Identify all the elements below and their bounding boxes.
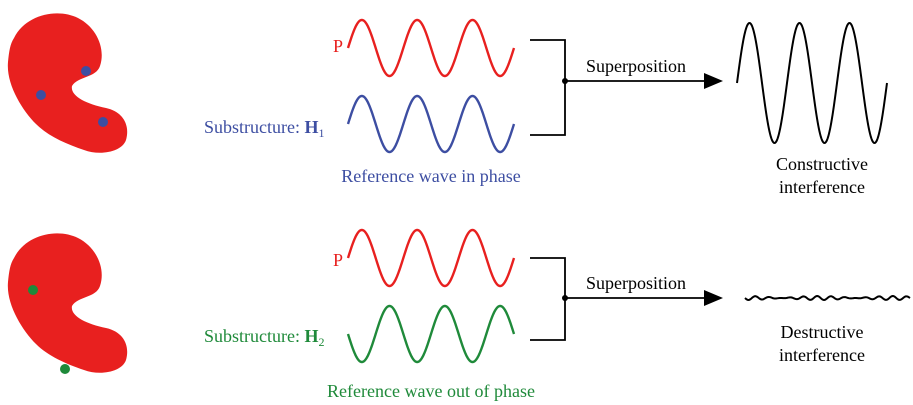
binding-site-dot [60, 364, 70, 374]
binding-site-dot [81, 66, 91, 76]
binding-site-dot [28, 285, 38, 295]
result-label-line1: Destructive [781, 322, 864, 342]
reference-caption: Reference wave in phase [341, 166, 520, 186]
p-wave [346, 228, 516, 288]
protein-blob-2 [7, 233, 128, 374]
substructure-index: 2 [319, 335, 325, 349]
reference-wave-h2 [346, 304, 516, 364]
reference-wave-h1 [346, 94, 516, 154]
destructive-result-wave [744, 294, 911, 301]
substructure-symbol: H [305, 326, 319, 346]
superposition-label: Superposition [586, 56, 686, 76]
binding-site-dot [36, 90, 46, 100]
substructure-index: 1 [319, 126, 325, 140]
result-label-line1: Constructive [776, 154, 868, 174]
protein-blob-1 [7, 13, 128, 153]
superposition-label: Superposition [586, 273, 686, 293]
reference-caption: Reference wave out of phase [327, 381, 535, 401]
arrowhead [704, 290, 723, 306]
p-wave [346, 18, 516, 78]
protein-shape [7, 13, 128, 153]
arrowhead [704, 73, 723, 89]
row-constructive: P Substructure: H1 Reference wave in pha… [7, 13, 888, 197]
protein-shape [7, 233, 128, 373]
bracket [530, 39, 566, 136]
row-destructive: P Substructure: H2 Reference wave out of… [7, 228, 911, 401]
result-label-line2: interference [779, 177, 865, 197]
substructure-symbol: H [305, 117, 319, 137]
binding-site-dot [98, 117, 108, 127]
result-label-line2: interference [779, 345, 865, 365]
constructive-result-wave [736, 21, 888, 145]
substructure-label: Substructure: H1 [204, 117, 325, 140]
p-wave-label: P [333, 250, 343, 270]
p-wave-label: P [333, 36, 343, 56]
substructure-label: Substructure: H2 [204, 326, 325, 349]
bracket [530, 257, 566, 341]
